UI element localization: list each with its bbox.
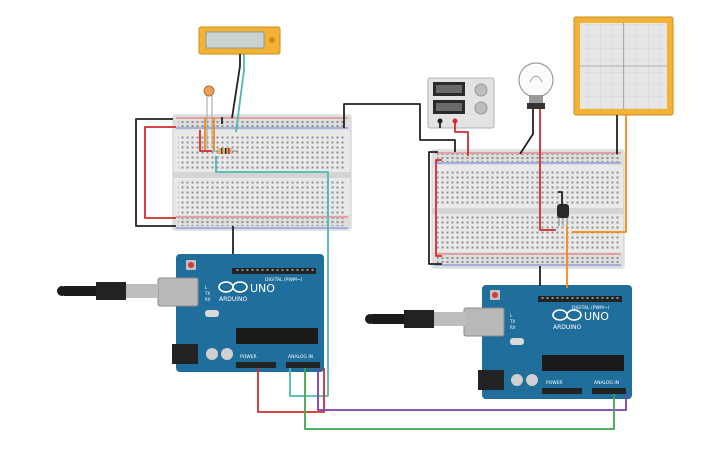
infinity-logo-icon [552,309,582,321]
arduino-left-rx: RX [205,297,211,302]
photoresistor-icon [203,85,215,148]
wire-transistor-black [558,191,563,206]
breadboard-right [431,149,625,269]
wire-black-bridge [343,103,456,152]
arduino-left-l: L [205,285,208,290]
lcd-display [198,26,281,55]
breadboard-left [172,114,352,231]
transistor-icon [557,204,569,226]
wire-bulb-black [519,109,534,155]
arduino-right-l: L [510,313,513,318]
usb-cable-icon [365,310,466,328]
wire-lcd-teal [235,54,245,133]
arduino-right-brand: ARDUINO [553,324,582,331]
arduino-left-tx: TX [204,291,210,296]
wire-lcd-black [231,54,241,119]
light-bulb-icon [518,62,554,109]
arduino-left-power-label: POWER [240,354,257,360]
arduino-left-digital-label: DIGITAL (PWM~) [265,277,303,283]
arduino-right-analog-label: ANALOG IN [594,380,619,386]
wire-right-black-frame [428,151,442,265]
wire-osc-orange [572,115,627,233]
arduino-right-tx: TX [509,319,515,324]
wire-ps-red [454,121,469,156]
arduino-left-analog-label: ANALOG IN [288,354,313,360]
infinity-logo-icon [218,281,248,293]
wire-green-link [304,368,615,430]
arduino-right-digital-label: DIGITAL (PWM~) [572,305,610,311]
power-supply [427,77,495,129]
arduino-right-model: UNO [584,310,609,323]
wire-bulb-red [539,109,556,231]
arduino-left-brand: ARDUINO [219,296,248,303]
wire-left-5v [257,368,325,413]
arduino-left-model: UNO [250,282,275,295]
arduino-right-rx: RX [510,325,516,330]
arduino-left: ARDUINO UNO DIGITAL (PWM~) POWER ANALOG … [157,254,324,372]
wire-red-pr [199,130,212,152]
arduino-right: ARDUINO UNO DIGITAL (PWM~) POWER ANALOG … [463,285,632,399]
usb-cable-icon [57,282,158,300]
wire-teal-analog [215,156,329,397]
wire-left-black-frame [135,118,176,227]
wire-purple-link [317,368,627,411]
wire-left-red-frame [144,126,176,219]
oscilloscope [573,16,674,116]
arduino-right-power-label: POWER [546,380,563,386]
wires [135,54,627,430]
wire-right-red-frame [435,159,442,257]
resistor-icon [212,148,238,154]
